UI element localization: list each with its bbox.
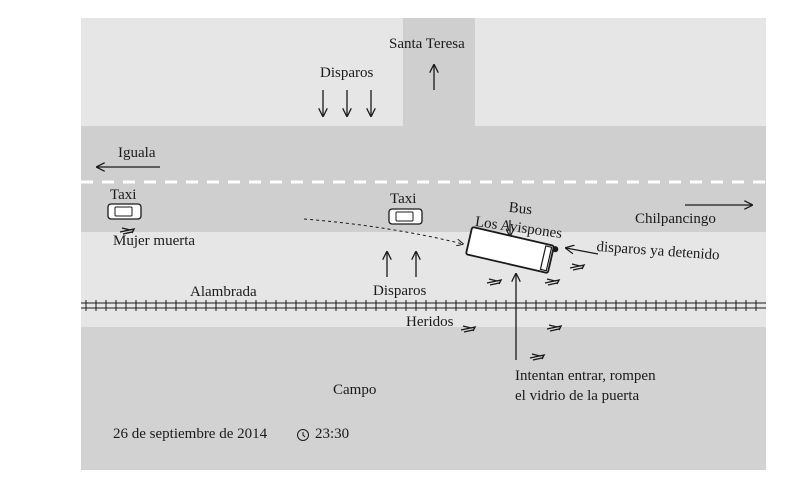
clock-icon <box>297 429 309 441</box>
santa-teresa-label: Santa Teresa <box>389 36 465 52</box>
bus-trajectory <box>303 218 463 244</box>
intentan-label-line2: el vidrio de la puerta <box>515 388 640 404</box>
taxi-left-label: Taxi <box>110 187 137 203</box>
arrow-disparos-ya-detenido <box>566 248 599 255</box>
taxi-center-icon <box>388 208 423 225</box>
santa-teresa-road <box>403 18 475 130</box>
date-label: 26 de septiembre de 2014 <box>113 426 268 442</box>
alambrada-label: Alambrada <box>190 284 257 300</box>
intentan-label-line1: Intentan entrar, rompen <box>515 368 656 384</box>
taxi-left-icon <box>107 203 142 220</box>
mujer-muerta-label: Mujer muerta <box>113 233 196 249</box>
highway <box>81 126 766 232</box>
bus-icon <box>465 226 559 274</box>
shoulder-area <box>81 232 766 327</box>
taxi-center-label: Taxi <box>390 191 417 207</box>
chilpancingo-label: Chilpancingo <box>635 211 716 227</box>
heridos-label: Heridos <box>406 314 454 330</box>
fence <box>81 300 766 311</box>
bus-label: Bus <box>508 200 533 218</box>
campo-label: Campo <box>333 382 377 398</box>
iguala-label: Iguala <box>118 145 156 161</box>
disparos-bottom-label: Disparos <box>373 283 427 299</box>
campo-area <box>81 327 766 470</box>
disparos-top-label: Disparos <box>320 65 374 81</box>
time-label: 23:30 <box>315 426 350 442</box>
